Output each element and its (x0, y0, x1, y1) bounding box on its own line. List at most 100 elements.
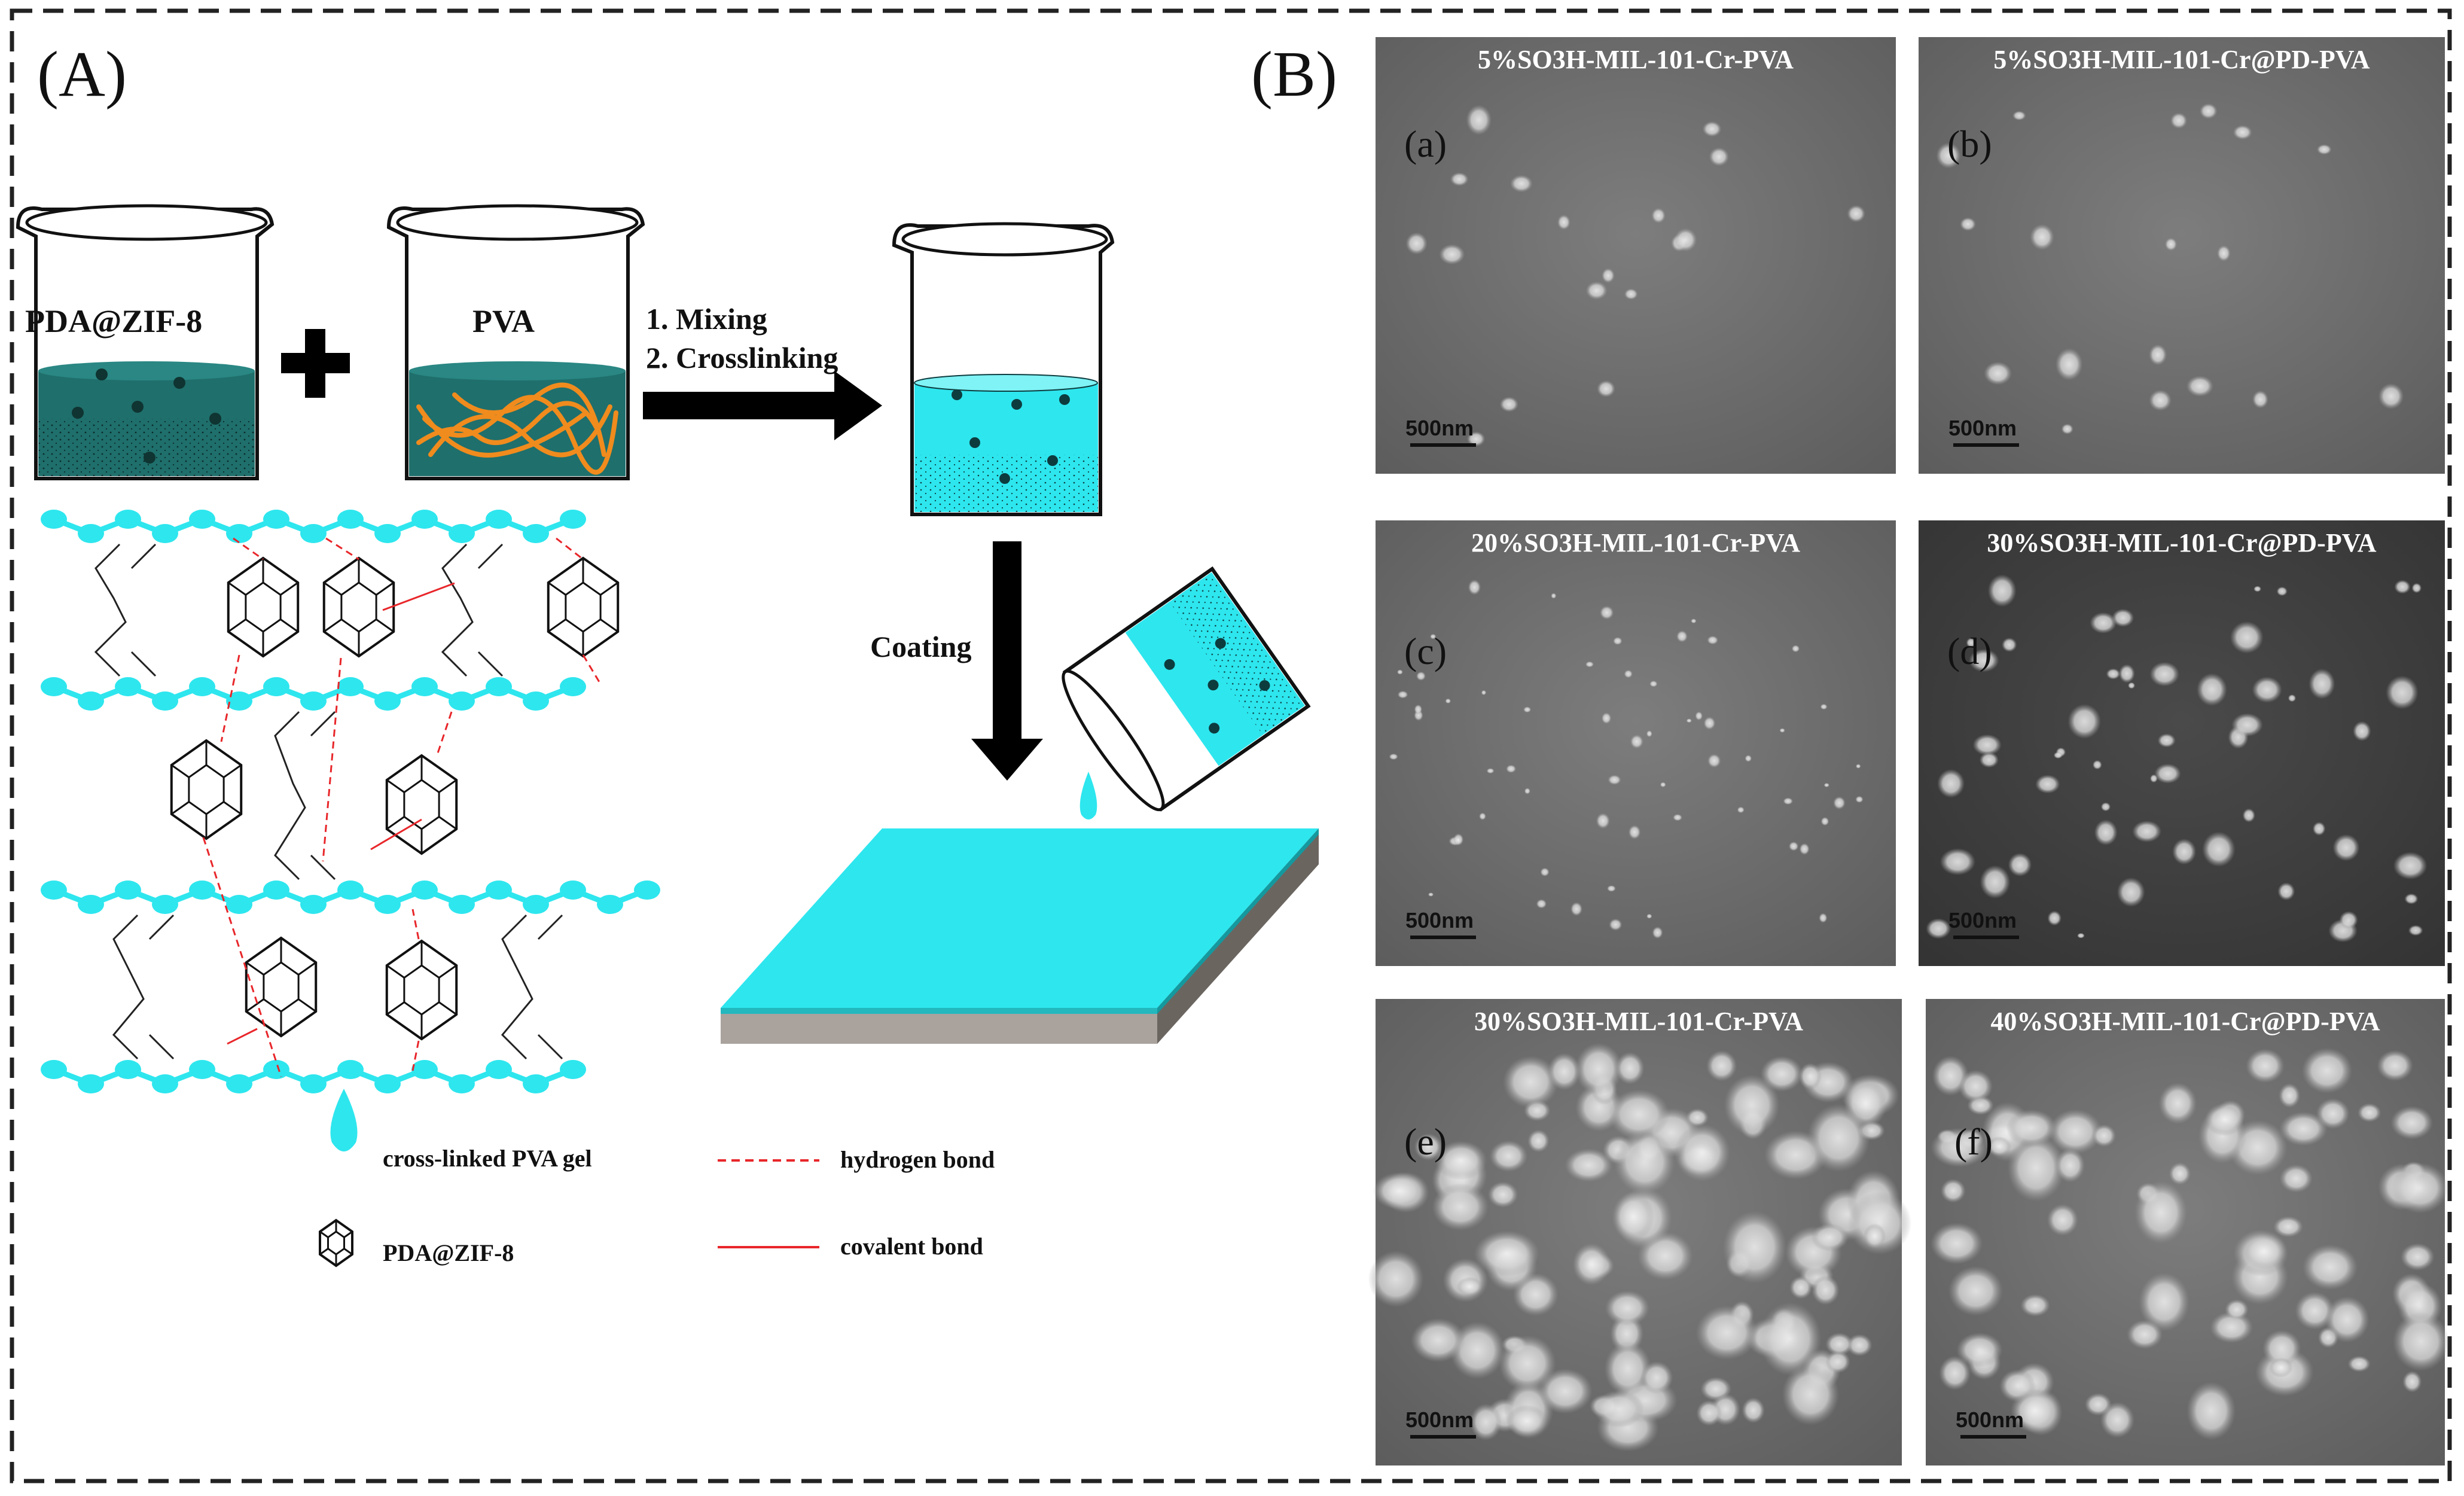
sem-particle (2149, 389, 2172, 411)
sem-particle (1807, 1104, 1870, 1172)
sem-particle (1979, 752, 1999, 768)
sem-particle (1926, 918, 1951, 939)
sem-particle (1783, 797, 1794, 805)
sem-particle (2006, 1109, 2057, 1147)
sem-particle (1430, 633, 1437, 639)
sem-particle (1599, 605, 1614, 620)
sem-particle (2252, 677, 2282, 703)
sem-particle (1779, 728, 1785, 733)
sem-particle (2149, 344, 2167, 365)
zif8-cage (547, 556, 620, 658)
zif8-cage (385, 754, 458, 855)
sem-particle (1468, 579, 1481, 595)
sem-particle (2301, 1047, 2353, 1094)
sem-scale-label: 500nm (1405, 416, 1474, 440)
sem-particle (1846, 1334, 1873, 1357)
hydrogen-bond (202, 837, 282, 1077)
crosslinker (112, 914, 175, 1060)
sem-particle (1499, 397, 1518, 412)
hydrogen-bond (233, 537, 264, 560)
panel-label-a: (A) (37, 39, 127, 110)
sem-particle (1660, 782, 1666, 788)
sem-particle (2047, 1203, 2078, 1236)
sem-particle (2199, 103, 2218, 119)
sem-particle (2002, 638, 2017, 652)
sem-particle (2262, 1330, 2301, 1367)
legend-mof-hex (319, 1218, 353, 1268)
zif8-cage (170, 739, 243, 840)
sem-particle (1585, 661, 1594, 668)
right-arrow (643, 371, 882, 440)
sem-particle (2242, 1233, 2286, 1270)
outer-frame (10, 8, 2452, 1483)
sem-particle (1855, 764, 1861, 769)
pour-droplet (1079, 772, 1097, 819)
hydrogen-bond (411, 1040, 420, 1071)
sem-image-4: 30%SO3H-MIL-101-Cr@PD-PVA(d)500nm (1919, 520, 2445, 966)
covalent-bond (227, 1028, 258, 1045)
sem-particle (2230, 621, 2264, 654)
sem-particle (2100, 1401, 2135, 1438)
sem-particle (2100, 802, 2111, 812)
sem-particle (2112, 608, 2134, 627)
sem-particle (2216, 245, 2231, 261)
sem-particle (2210, 1311, 2253, 1343)
sem-particle (1435, 1141, 1487, 1181)
sem-particle (1789, 1276, 1813, 1299)
sem-particle (1760, 1056, 1803, 1092)
sem-particle (1673, 813, 1682, 821)
sem-particle (1628, 825, 1641, 840)
sem-particle (2164, 237, 2178, 251)
sem-particle (1695, 1305, 1758, 1360)
sem-title: 30%SO3H-MIL-101-Cr@PD-PVA (1987, 528, 2376, 557)
hydrogen-bond (582, 654, 602, 685)
sem-title: 20%SO3H-MIL-101-Cr-PVA (1471, 528, 1800, 557)
sem-particle (1486, 768, 1495, 774)
sem-particle (1445, 698, 1451, 704)
sem-particle (1450, 172, 1469, 187)
sem-particle (1524, 788, 1530, 794)
sem-particle (2149, 662, 2179, 687)
sem-tag: (f) (1954, 1120, 1993, 1163)
sem-particle (1612, 1192, 1655, 1242)
sem-particle (2332, 834, 2360, 861)
sem-particle (2157, 733, 2176, 748)
sem-particle (2055, 348, 2083, 381)
sem-particle (2312, 821, 2326, 836)
sem-particle (1686, 1108, 1709, 1127)
sem-particle (2411, 583, 2422, 593)
sem-particle (2010, 1388, 2059, 1433)
sem-particle (1585, 281, 1608, 300)
sem-particle (1847, 205, 1865, 223)
sem-particle (2020, 1294, 2050, 1317)
sem-particle (1798, 1062, 1822, 1090)
sem-particle (1597, 380, 1615, 398)
sem-particle (1707, 754, 1721, 768)
sem-particle (1707, 635, 1719, 645)
sem-particle (1608, 775, 1621, 785)
sem-particle (2295, 1291, 2335, 1330)
sem-particle (1948, 1266, 2003, 1316)
sem-particle (2393, 852, 2428, 880)
sem-particle (1742, 1397, 1765, 1424)
sem-particle (2139, 1272, 2189, 1332)
pva-chain-2 (41, 677, 586, 711)
sem-particle (1980, 865, 2011, 899)
sem-particle (2377, 1050, 2413, 1081)
zif8-cage (322, 556, 395, 658)
sem-particle (1498, 1335, 1556, 1392)
sem-particle (1969, 648, 1999, 672)
sem-particle (2404, 893, 2419, 904)
sem-particle (1724, 1074, 1780, 1136)
sem-particle (1782, 1363, 1840, 1425)
beaker2-label: PVA (472, 303, 535, 339)
sem-particle (2169, 1162, 2191, 1185)
sem-tag: (d) (1947, 630, 1992, 672)
sem-scale-label: 500nm (1948, 416, 2017, 440)
sem-particle (1396, 669, 1403, 675)
sem-particle (1373, 1172, 1426, 1210)
zif8-cage (385, 939, 458, 1041)
sem-particle (1487, 1181, 1518, 1208)
sem-particle (1702, 121, 1722, 137)
